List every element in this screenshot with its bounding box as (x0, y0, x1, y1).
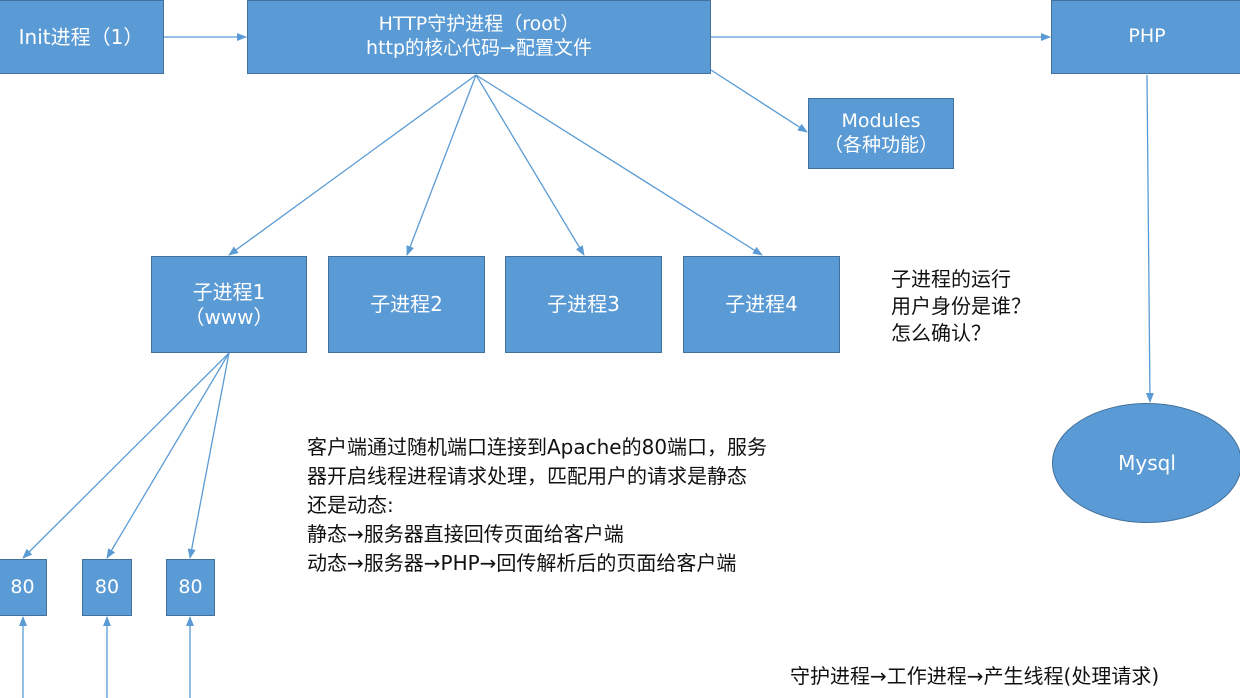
mysql-label: Mysql (1118, 451, 1176, 475)
modules-subtitle: （各种功能） (823, 133, 938, 156)
arrow-child1-to-port-b (106, 352, 230, 559)
note-line: 器开启线程进程请求处理，匹配用户的请求是静态 (307, 464, 747, 488)
init-process-box: Init进程（1） (0, 0, 164, 74)
modules-title: Modules (841, 109, 921, 132)
arrow-php-to-mysql (1145, 74, 1154, 403)
note-line: 动态→服务器→PHP→回传解析后的页面给客户端 (307, 551, 737, 575)
arrow-httpd-to-modules (710, 69, 808, 133)
http-daemon-box: HTTP守护进程（root） http的核心代码→配置文件 (247, 0, 711, 74)
port-80-box-b: 80 (82, 559, 132, 616)
child-process-1-label: 子进程1 (192, 279, 266, 304)
process-chain-note: 守护进程→工作进程→产生线程(处理请求) (790, 662, 1159, 690)
note-line: 还是动态: (307, 493, 394, 517)
port-80-label-c: 80 (178, 575, 203, 598)
request-flow-note: 客户端通过随机端口连接到Apache的80端口，服务 器开启线程进程请求处理，匹… (307, 433, 767, 578)
note-line: 子进程的运行 (891, 267, 1011, 291)
port-80-box-c: 80 (166, 559, 215, 616)
child-user-question-note: 子进程的运行 用户身份是谁？ 怎么确认？ (891, 266, 1031, 347)
child-process-3-box: 子进程3 (505, 256, 662, 353)
child-process-1-box: 子进程1 （www） (151, 256, 307, 353)
php-box: PHP (1051, 0, 1240, 74)
arrow-child1-to-port-c (187, 352, 230, 559)
child-process-2-label: 子进程2 (370, 292, 443, 316)
port-80-box-a: 80 (0, 559, 47, 616)
arrow-child1-to-port-a (22, 352, 230, 559)
http-daemon-subtitle: http的核心代码→配置文件 (366, 37, 592, 59)
child-process-3-label: 子进程3 (547, 292, 620, 316)
http-daemon-title: HTTP守护进程（root） (378, 13, 580, 36)
child-process-2-box: 子进程2 (328, 256, 485, 353)
arrow-httpd-to-child4 (475, 74, 763, 256)
port-80-label-a: 80 (10, 575, 35, 598)
init-process-label: Init进程（1） (18, 24, 144, 49)
arrow-httpd-to-child3 (475, 74, 585, 256)
arrow-httpd-to-child2 (406, 74, 477, 256)
note-line: 客户端通过随机端口连接到Apache的80端口，服务 (307, 435, 768, 459)
php-label: PHP (1128, 25, 1166, 48)
mysql-ellipse: Mysql (1052, 403, 1240, 523)
port-80-label-b: 80 (94, 575, 120, 598)
child-process-4-label: 子进程4 (725, 292, 798, 316)
arrow-httpd-to-child1 (228, 74, 477, 256)
note-line: 用户身份是谁？ (891, 294, 1031, 318)
note-line: 静态→服务器直接回传页面给客户端 (307, 522, 624, 546)
child-process-1-user: （www） (184, 304, 274, 329)
note-line: 守护进程→工作进程→产生线程(处理请求) (790, 664, 1160, 688)
child-process-4-box: 子进程4 (683, 256, 840, 353)
note-line: 怎么确认？ (891, 321, 991, 345)
modules-box: Modules （各种功能） (808, 98, 954, 169)
